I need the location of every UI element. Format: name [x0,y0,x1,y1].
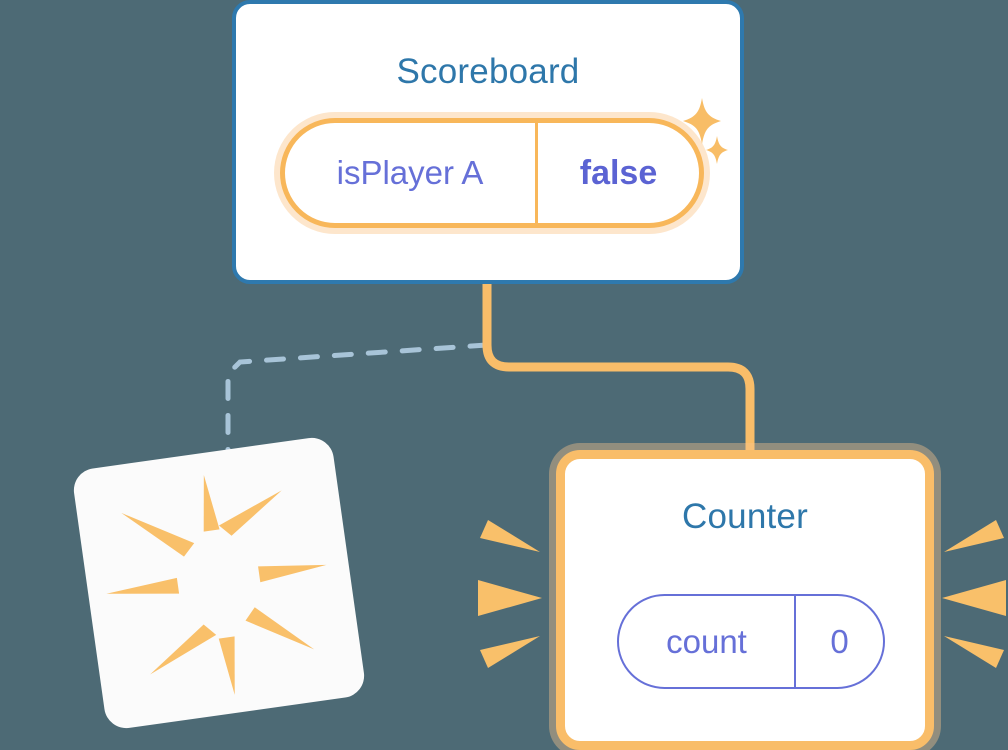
counter-state-pill[interactable]: count 0 [617,594,885,689]
scoreboard-state-value: false [535,123,699,223]
scoreboard-state-pill[interactable]: isPlayer A false [280,118,704,228]
counter-state-value: 0 [794,596,883,687]
counter-state-key: count [666,622,747,660]
scoreboard-state-pill-wrapper: isPlayer A false [280,118,704,228]
burst-icon-counter-left [478,520,542,668]
burst-icon-radial [106,475,327,695]
burst-icon-counter-right [942,520,1006,668]
node-blank-card[interactable] [71,435,367,731]
scoreboard-title: Scoreboard [396,52,580,91]
node-scoreboard[interactable]: Scoreboard isPlayer A false [232,0,744,284]
connector-scoreboard-to-counter [482,284,755,452]
scoreboard-state-key: isPlayer A [336,154,484,191]
node-counter[interactable]: Counter count 0 [556,450,934,750]
counter-title: Counter [682,497,808,536]
